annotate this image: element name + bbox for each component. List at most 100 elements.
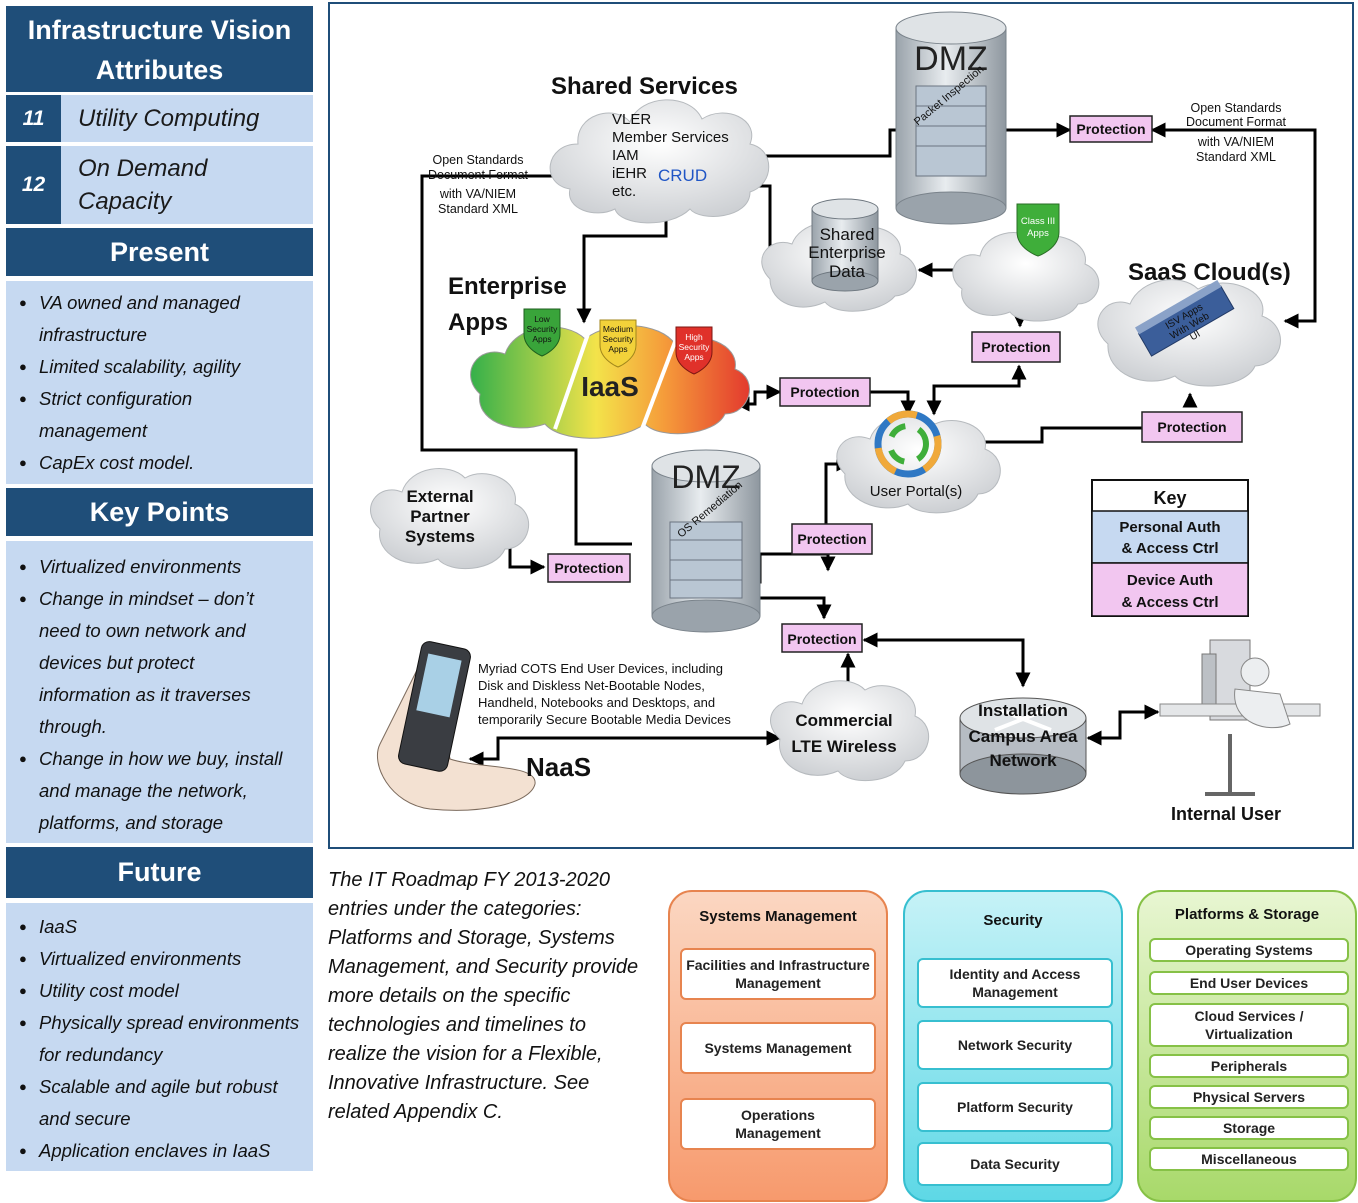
enterprise-apps-label: Enterprise [448,273,567,300]
internal-user-label: Internal User [1171,804,1281,824]
attributes-header: Infrastructure Vision Attributes [6,6,313,92]
platforms-storage-title: Platforms & Storage [1174,906,1320,923]
keypoints-panel: Virtualized environments Change in minds… [6,541,313,843]
open-standards-left: Open Standards Document Format with VA/N… [428,153,529,216]
list-item: Strict configuration management [6,383,239,447]
list-item: Limited scalability, agility [6,351,313,383]
open-standards-line: Standard XML [1196,150,1276,164]
attribute-label: Utility Computing [78,105,260,132]
open-standards-line: Document Format [428,168,529,182]
saas-label: SaaS Cloud(s) [1128,259,1291,286]
saas-cloud: SaaS Cloud(s) ISV Apps With Web UI [1097,259,1291,387]
low-security-label: Security [527,324,558,334]
protection-box [791,523,873,555]
category-item: Storage [1149,1116,1349,1140]
shared-data-label: Enterprise [808,243,885,262]
list-item: Scalable and agile but robust and secure [6,1071,299,1135]
medium-security-label: Security [603,334,634,344]
cots-line: temporarily Secure Bootable Media Device… [478,712,731,727]
protection-box [1069,115,1153,143]
protection-box [547,553,631,583]
dmz-os-remediation: DMZ OS Remediation [651,449,761,633]
shared-data-label: Data [829,262,865,281]
attribute-row: 11 Utility Computing [6,95,313,142]
mobile-device [376,641,536,811]
category-item: Peripherals [1149,1054,1349,1078]
protection-boxes: Protection Protection Protection Protect… [547,115,1243,653]
low-security-label: Apps [532,334,551,344]
open-standards-right: Open Standards Document Format with VA/N… [1186,101,1287,164]
list-item: Virtualized environments [6,943,313,975]
class3-label: Apps [1027,228,1049,239]
attribute-row: 12 On Demand Capacity [6,146,313,224]
high-security-label: High [685,332,703,342]
shared-services-title: Shared Services [551,73,738,100]
open-standards-line: with VA/NIEM [439,187,516,201]
present-panel: VA owned and managed infrastructure Limi… [6,281,313,484]
key-personal-label: & Access Ctrl [1122,540,1219,557]
category-item: Operating Systems [1149,938,1349,962]
external-partner-label: Partner [410,507,470,526]
list-item: Utility cost model [6,975,313,1007]
dmz-packet-inspection: DMZ Packet Inspection [895,11,1007,225]
cots-line: Disk and Diskless Net-Bootable Nodes, [478,678,705,693]
isv-label: UI [1188,329,1202,344]
future-header: Future [6,847,313,898]
protection-label: Protection [790,384,859,400]
high-security-label: Apps [684,352,703,362]
key-title: Key [1153,488,1186,508]
category-item: Network Security [917,1020,1113,1070]
cots-line: Myriad COTS End User Devices, including [478,661,723,676]
enterprise-apps-label: Apps [448,309,508,336]
category-item: Data Security [917,1142,1113,1186]
protection-label: Protection [797,531,866,547]
user-portal: User Portal(s) [836,410,1001,514]
systems-management-title: Systems Management [699,908,857,925]
installation-label: Network [989,751,1057,770]
future-panel: IaaS Virtualized environments Utility co… [6,903,313,1171]
class3-apps-cloud: Class III Apps [952,203,1100,322]
category-item: Platform Security [917,1082,1113,1132]
shared-service-line: etc. [612,183,636,200]
protection-box [779,377,871,407]
security-title: Security [983,912,1043,929]
shared-data-label: Shared [820,225,875,244]
protection-label: Protection [1076,121,1145,137]
shared-enterprise-data: Shared Enterprise Data [761,198,917,312]
user-portal-label: User Portal(s) [870,483,963,500]
protection-label: Protection [1157,419,1226,435]
open-standards-line: Open Standards [432,153,523,167]
class3-label: Class III [1021,216,1055,227]
medium-security-label: Medium [603,324,633,334]
roadmap-caption: The IT Roadmap FY 2013-2020 entries unde… [328,869,639,1123]
shared-service-line: iEHR [612,165,647,182]
category-item: Facilities and Infrastructure Management [680,948,876,1000]
crud-label: CRUD [658,166,707,185]
present-header: Present [6,228,313,276]
protection-box [1141,411,1243,443]
category-item: Systems Management [680,1022,876,1074]
high-security-label: Security [679,342,710,352]
installation-network: Installation Campus Area Network [959,697,1087,795]
lte-label: Commercial [795,711,892,730]
protection-label: Protection [787,631,856,647]
key-device-label: & Access Ctrl [1122,594,1219,611]
security-column: Security Identity and Access Management … [903,890,1123,1202]
diagram-canvas: DMZ Packet Inspection Shared Services VL… [370,11,1321,824]
list-item: IaaS [6,911,313,943]
key-legend: Key Personal Auth & Access Ctrl Device A… [1091,479,1249,617]
installation-label: Installation [978,701,1068,720]
open-standards-line: Document Format [1186,115,1287,129]
category-item: Physical Servers [1149,1085,1349,1109]
category-item: Operations Management [680,1098,876,1150]
cots-text: Myriad COTS End User Devices, including … [478,661,731,727]
commercial-lte-cloud: Commercial LTE Wireless [770,680,930,782]
key-device-label: Device Auth [1127,572,1213,589]
keypoints-header: Key Points [6,488,313,536]
external-partner-label: Systems [405,527,475,546]
naas-label: NaaS [526,752,591,782]
category-item: End User Devices [1149,971,1349,995]
internal-user: Internal User [1159,639,1321,824]
architecture-diagram: DMZ Packet Inspection Shared Services VL… [328,2,1354,849]
iaas-label: IaaS [581,371,639,402]
